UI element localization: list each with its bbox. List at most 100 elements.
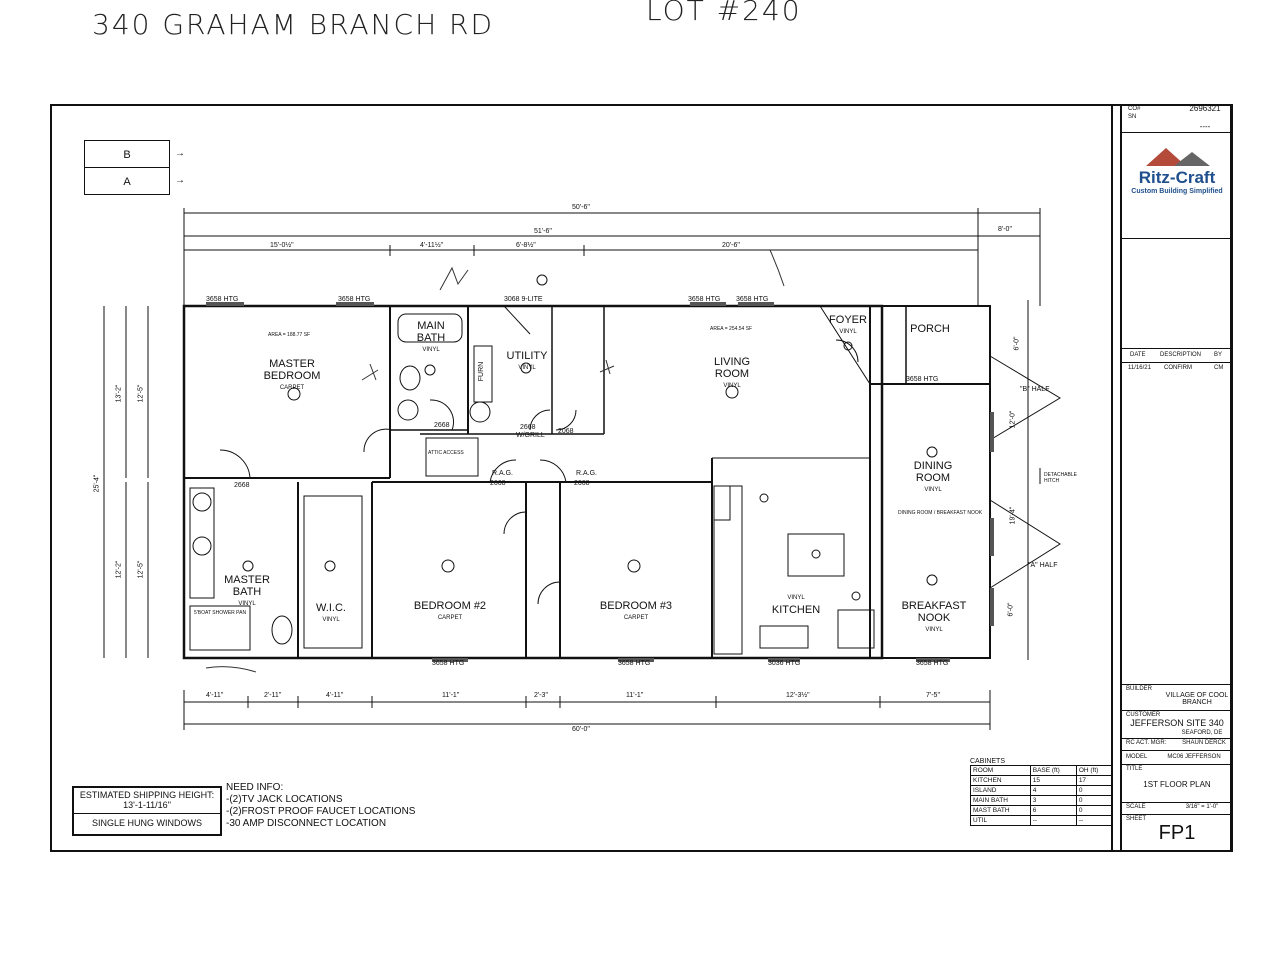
cabinets-header: ROOM [970,765,1031,776]
cabinet-oh: -- [1075,815,1113,826]
dim-bottom-seg-6: 12'-3½" [786,692,810,699]
door-2068: 2068 [558,428,574,435]
marker-a-arrow: → [175,175,185,186]
title-label: TITLE [1126,766,1143,772]
dim-bottom-seg-2: 4'-11" [326,692,344,699]
dim-left-lower-0: 12'-2" [115,560,123,579]
dim-bottom-seg-4: 2'-3" [534,692,548,699]
dim-left-upper-1: 12'-5" [137,384,145,403]
rag-1: R.A.G. [492,470,514,477]
dining-area: DINING ROOM / BREAKFAST NOOK [898,510,983,516]
dim-right-0: 6'-0" [1013,336,1021,351]
model-value: MC06 JEFFERSON [1167,754,1221,760]
shipping-windows: SINGLE HUNG WINDOWS [91,818,202,828]
rev-header-desc: DESCRIPTION [1160,352,1202,358]
rc-label: RC ACT. MGR: [1126,740,1167,746]
dim-bottom-seg-3: 11'-1" [442,692,460,699]
builder-label: BUILDER [1126,686,1153,692]
dim-left-lower-1: 12'-5" [137,560,145,579]
dim-top-seg-2: 4'-11½" [420,242,444,249]
attic-label: ATTIC ACCESS [428,450,464,456]
dim-overall-top: 50'-6" [572,204,590,211]
dim-top-seg-3: 6'-8½" [516,242,536,249]
need-info-item: -(2)FROST PROOF FAUCET LOCATIONS [226,806,416,817]
cabinet-base: -- [1029,815,1077,826]
rev-desc: CONFIRM [1164,365,1192,371]
wgrill: W/GRILL [516,432,545,439]
need-info: NEED INFO: -(2)TV JACK LOCATIONS -(2)FRO… [226,782,415,830]
logo-name: Ritz-Craft [1138,168,1216,187]
table-row: ISLAND 4 0 [970,785,1113,796]
customer-location: SEAFORD, DE [1181,730,1223,736]
customer-value: JEFFERSON SITE 340 [1130,718,1224,728]
dim-overall-bottom: 60'-0" [572,726,590,733]
sn-label: SN [1128,114,1137,120]
dim-right-3: 6'-0" [1007,602,1015,617]
rev-header-by: BY [1214,352,1223,358]
co-number: 2696321 [1189,104,1221,113]
htg-label-1: 3658 HTG [206,296,239,303]
shower-label: 5'BOAT SHOWER PAN [194,610,247,616]
handwritten-address: 340 GRAHAM BRANCH RD [92,8,495,41]
dim-right-2: 19'-4" [1009,506,1017,525]
dim-left-upper-0: 13'-2" [115,384,123,403]
dim-bottom-seg-1: 2'-11" [264,692,282,699]
cabinet-room: KITCHEN [970,775,1031,786]
cabinets-header: BASE (ft) [1029,765,1077,776]
cabinet-room: MAST BATH [970,805,1031,816]
rev-header-date: DATE [1130,352,1146,358]
rag-2: R.A.G. [576,470,598,477]
cabinet-room: MAIN BATH [970,795,1031,806]
cabinets-title: CABINETS [970,758,1006,765]
cabinet-base: 6 [1029,805,1077,816]
cabinet-base: 4 [1029,785,1077,796]
cabinet-oh: 0 [1075,785,1113,796]
cabinet-room: ISLAND [970,785,1031,796]
htg-label-8: 3658 HTG [916,660,949,667]
dim-bottom-seg-7: 7'-5" [926,692,940,699]
cabinets-table: CABINETS ROOM BASE (ft) OH (ft) KITCHEN … [970,758,1113,826]
model-label: MODEL [1126,754,1148,760]
shipping-title: ESTIMATED SHIPPING HEIGHT: [79,790,215,800]
title-value: 1ST FLOOR PLAN [1143,780,1211,789]
door-2668-1: 2668 [434,422,450,429]
room-wic: W.I.C.VINYL [316,602,346,623]
table-row: UTIL -- -- [970,815,1113,826]
cabinets-header: OH (ft) [1075,765,1113,776]
cabinet-base: 15 [1029,775,1077,786]
htg-label-6: 3658 HTG [618,660,651,667]
table-row: MAST BATH 6 0 [970,805,1113,816]
htg-label-4: 3658 HTG [736,296,769,303]
cabinets-header-row: ROOM BASE (ft) OH (ft) [970,765,1113,776]
door-2668-2: 2668 [520,424,536,431]
scale-value: 3/16" = 1'-0" [1185,804,1219,810]
ritz-craft-logo-icon [1146,148,1210,166]
cabinet-oh: 0 [1075,805,1113,816]
dim-bottom-seg-5: 11'-1" [626,692,644,699]
dim-top-seg-4: 20'-6" [722,242,740,249]
shipping-height-box: ESTIMATED SHIPPING HEIGHT: 13'-1-11/16" … [72,786,222,836]
builder-value: VILLAGE OF COOL BRANCH [1165,692,1229,706]
scale-label: SCALE [1126,804,1146,810]
rev-by: CM [1214,365,1224,371]
logo-tagline: Custom Building Simplified [1131,188,1223,195]
dim-top-seg-1: 15'-0½" [270,242,294,249]
htg-label-9: 3658 HTG [906,376,939,383]
dim-right-1: 12'-0" [1009,410,1017,429]
door-2668-4: 2668 [490,480,506,487]
dim-top-right: 8'-0" [998,226,1012,233]
cabinet-oh: 0 [1075,795,1113,806]
sheet-label: SHEET [1126,816,1147,822]
door-3068: 3068 9-LITE [504,296,543,303]
htg-label-5: 3658 HTG [432,660,465,667]
living-area: AREA = 254.54 SF [710,326,753,332]
need-info-item: -(2)TV JACK LOCATIONS [226,794,343,805]
table-row: MAIN BATH 3 0 [970,795,1113,806]
title-block: CO# 2696321 SN ---- Ritz-Craft Custom Bu… [1120,104,1232,852]
